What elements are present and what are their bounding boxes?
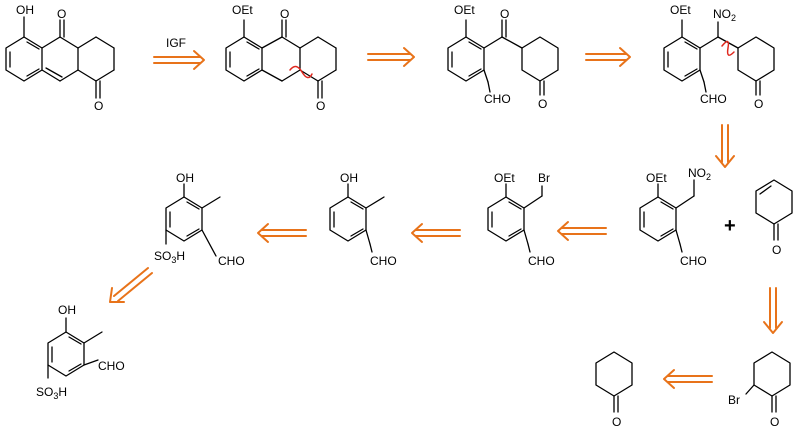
retro-arrow-2 xyxy=(367,47,415,67)
aldehyde-label: CHO xyxy=(484,92,511,106)
retro-arrow-6 xyxy=(663,369,713,389)
retro-arrow-10 xyxy=(109,267,153,303)
aldehyde-label: CHO xyxy=(218,254,245,268)
ethoxy-label: OEt xyxy=(646,171,667,185)
sulfonic-acid-label: SO3H xyxy=(154,249,185,265)
bromo-label: Br xyxy=(728,393,740,407)
carbonyl-label: O xyxy=(612,415,621,429)
carbonyl-label: O xyxy=(772,243,781,257)
carbonyl-label: O xyxy=(500,7,509,21)
carbonyl-label: O xyxy=(316,99,325,113)
nitro-label: NO2 xyxy=(688,166,711,182)
carbonyl-label: O xyxy=(538,97,547,111)
hydroxyl-label: OH xyxy=(176,171,194,185)
retro-arrow-9 xyxy=(257,223,307,243)
sulfonic-acid-label: SO3H xyxy=(36,385,67,401)
carbonyl-label: O xyxy=(754,97,763,111)
molecule-6: O xyxy=(755,179,793,257)
hydroxyl-label: OH xyxy=(340,171,358,185)
molecule-9: OEt Br CHO xyxy=(487,171,555,268)
carbonyl-label: O xyxy=(57,7,66,21)
hydroxyl-label: OH xyxy=(58,303,76,317)
aldehyde-label: CHO xyxy=(528,254,555,268)
plus-sign: + xyxy=(724,215,736,237)
molecule-5: OEt NO2 CHO xyxy=(639,166,711,268)
retro-arrow-1: IGF xyxy=(153,36,205,70)
molecule-7: Br O xyxy=(728,351,791,429)
bromo-label: Br xyxy=(538,171,550,185)
ethoxy-label: OEt xyxy=(494,171,515,185)
carbonyl-label: O xyxy=(94,99,103,113)
ethoxy-label: OEt xyxy=(232,3,253,17)
retro-arrow-8 xyxy=(411,223,461,243)
disconnection-mark xyxy=(289,65,313,79)
molecule-4: OEt NO2 CHO O xyxy=(663,3,775,111)
carbonyl-label: O xyxy=(770,415,779,429)
molecule-3: OEt O CHO O xyxy=(447,3,559,111)
aldehyde-label: CHO xyxy=(700,92,727,106)
carbonyl-label: O xyxy=(280,7,289,21)
nitro-label: NO2 xyxy=(713,7,736,23)
aldehyde-label: CHO xyxy=(680,254,707,268)
molecule-2: OEt O O xyxy=(225,3,337,113)
retro-arrow-7 xyxy=(557,221,607,241)
ethoxy-label: OEt xyxy=(670,3,691,17)
aldehyde-label: CHO xyxy=(98,359,125,373)
molecule-10: OH CHO xyxy=(329,171,397,268)
molecule-8: O xyxy=(595,351,633,429)
ethoxy-label: OEt xyxy=(454,3,475,17)
aldehyde-label: CHO xyxy=(370,254,397,268)
molecule-12: OH CHO SO3H xyxy=(36,303,125,401)
molecule-11: OH CHO SO3H xyxy=(154,171,245,268)
hydroxyl-label: OH xyxy=(16,3,34,17)
molecule-1: OH O O xyxy=(5,3,115,113)
retro-arrow-5 xyxy=(763,287,783,334)
retro-arrow-3 xyxy=(585,47,631,67)
retro-arrow-4 xyxy=(715,124,735,168)
disconnection-mark xyxy=(721,40,735,56)
arrow-label-igf: IGF xyxy=(166,36,186,50)
